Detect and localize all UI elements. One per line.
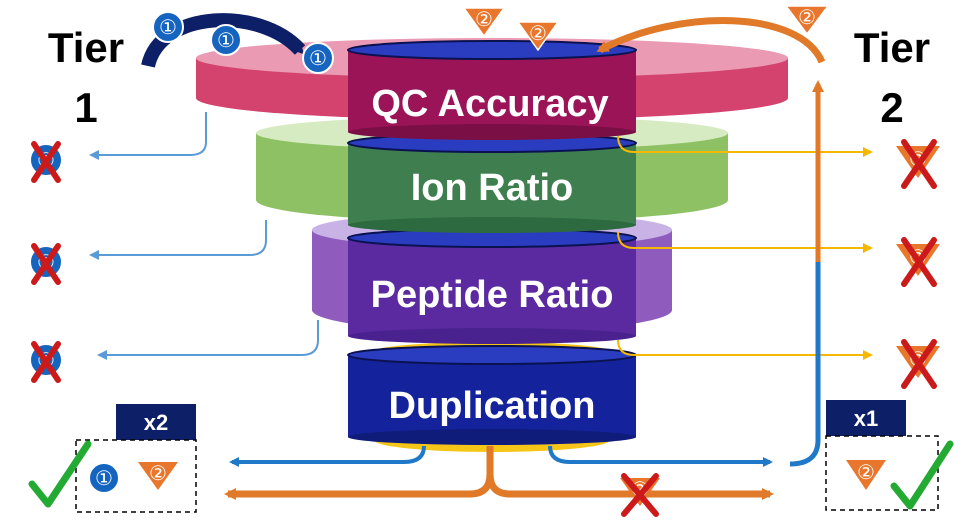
svg-text:②: ② — [857, 462, 875, 484]
tier2-pass-check-icon — [890, 440, 954, 510]
svg-text:②: ② — [798, 7, 816, 29]
tier2-output-box: x1 ② — [825, 400, 954, 511]
tier2-count-box — [826, 400, 906, 436]
tier1-output-badge — [88, 462, 120, 494]
svg-text:①: ① — [309, 48, 327, 70]
tier1-rejected-1: ① — [29, 141, 63, 183]
tier2-reject-flow-3 — [617, 339, 873, 360]
ion-ratio-core — [348, 143, 636, 225]
svg-text:①: ① — [159, 17, 177, 39]
tier1-label: Tier — [48, 24, 124, 71]
tier2-rejected-3: ② — [896, 339, 940, 389]
tier1-pass-check-icon — [28, 440, 92, 508]
layer-peptide-ratio: Peptide Ratio — [312, 212, 672, 344]
tier1-output-box: x2 ① ② — [28, 404, 197, 513]
tier1-reject-flow-2 — [89, 220, 267, 260]
svg-text:①: ① — [217, 30, 235, 52]
tier1-reject-flow-1 — [89, 112, 207, 160]
tier2-number: 2 — [880, 84, 903, 131]
layer-label-duplication: Duplication — [389, 385, 596, 427]
peptide-ratio-core — [348, 238, 636, 336]
tier2-rejected-2: ② — [896, 237, 940, 287]
tier1-rejected-2: ① — [29, 243, 63, 285]
tier2-output-flow-left — [224, 446, 494, 500]
tier2-badge-entry-1: ② — [462, 7, 506, 38]
layer-duplication: Duplication — [347, 342, 637, 452]
duplication-core — [348, 355, 636, 437]
svg-text:①: ① — [95, 468, 113, 490]
tier2-label: Tier — [854, 24, 930, 71]
layer-label-peptide-ratio: Peptide Ratio — [371, 274, 614, 316]
tier2-badge-entry-3: ② — [784, 5, 830, 36]
tier2-reject-flow-1 — [617, 135, 873, 157]
qc-accuracy-core — [348, 50, 636, 132]
tier2-output-border — [825, 435, 939, 511]
tier2-bottom-reject: ② — [620, 473, 660, 517]
svg-text:②: ② — [149, 463, 167, 485]
tier1-badge-entry-2: ① — [210, 24, 242, 56]
tier2-entry-arrow — [596, 17, 826, 64]
tier2-reject-flow-2 — [617, 231, 873, 253]
tier1-entry-arrow — [141, 13, 306, 69]
tier2-output-badge-left — [138, 462, 178, 490]
tier1-badge-entry-1: ① — [152, 11, 184, 43]
tier1-number: 1 — [74, 84, 97, 131]
tier2-rejected-1: ② — [896, 139, 940, 189]
tier2-output-flow-right — [486, 473, 774, 500]
tier1-badge-entry-3: ① — [302, 42, 334, 74]
tier1-rejected-3: ① — [29, 341, 63, 383]
tier2-badge-entry-2: ② — [516, 21, 560, 52]
tier1-count: x2 — [144, 410, 168, 435]
layer-label-ion-ratio: Ion Ratio — [411, 167, 574, 209]
svg-text:②: ② — [631, 479, 649, 501]
layer-label-qc-accuracy: QC Accuracy — [371, 83, 608, 125]
tier2-count: x1 — [854, 406, 878, 431]
tier2-return-blue — [789, 260, 821, 467]
tier2-output-badge-right — [846, 460, 886, 490]
svg-text:②: ② — [475, 9, 493, 31]
tier1-output-border — [75, 439, 197, 513]
svg-text:②: ② — [529, 23, 547, 45]
layer-qc-accuracy: QC Accuracy — [196, 38, 788, 140]
tier1-output-flow — [229, 445, 426, 467]
tier1-to-tier2-flow — [548, 445, 773, 467]
tier1-reject-flow-3 — [97, 320, 319, 360]
tier1-count-box — [116, 404, 196, 440]
